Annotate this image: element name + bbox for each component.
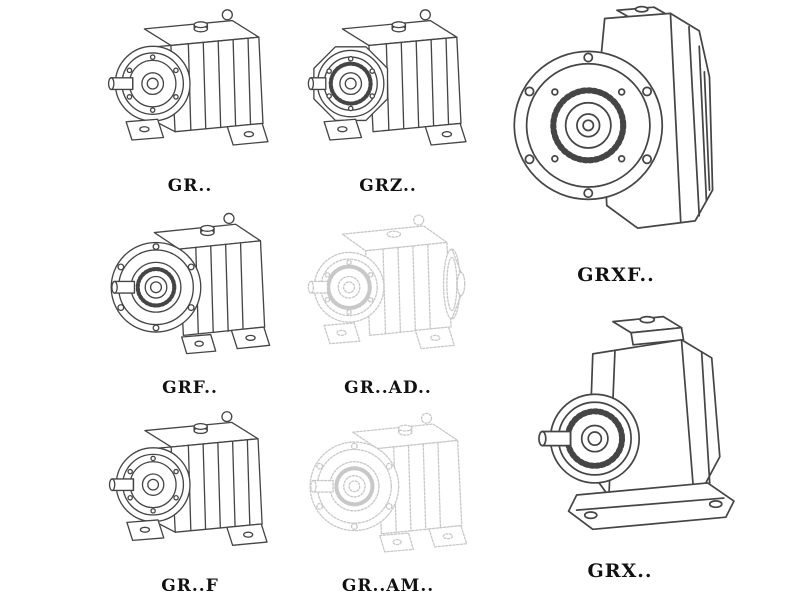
gearbox-drawing-grx — [494, 300, 746, 558]
gearbox-drawing-gr — [100, 4, 280, 174]
gearbox-drawing-gr-am — [296, 406, 480, 574]
model-label-gr-am: GR..AM.. — [341, 576, 435, 596]
catalog-item-grx: GRX.. — [492, 300, 748, 582]
model-label-gr-f: GR..F — [161, 576, 219, 596]
catalog-item-grxf: GRXF.. — [488, 0, 744, 286]
model-label-gr: GR.. — [167, 176, 213, 196]
catalog-item-grf: GRF.. — [92, 206, 288, 398]
gearbox-drawing-gr-ad — [296, 206, 480, 376]
model-label-grxf: GRXF.. — [577, 264, 655, 286]
gearbox-drawing-grxf — [494, 0, 738, 262]
catalog-item-gr: GR.. — [92, 4, 288, 196]
model-label-grf: GRF.. — [162, 378, 218, 398]
model-label-grx: GRX.. — [587, 560, 653, 582]
gearbox-drawing-grz — [298, 4, 478, 174]
catalog-item-gr-ad: GR..AD.. — [288, 206, 488, 398]
gearbox-drawing-grf — [100, 206, 280, 376]
catalog-item-grz: GRZ.. — [292, 4, 484, 196]
gearbox-drawing-gr-f — [100, 406, 280, 574]
model-label-gr-ad: GR..AD.. — [344, 378, 432, 398]
model-label-grz: GRZ.. — [359, 176, 417, 196]
catalog-item-gr-f: GR..F — [92, 406, 288, 596]
catalog-item-gr-am: GR..AM.. — [288, 406, 488, 596]
